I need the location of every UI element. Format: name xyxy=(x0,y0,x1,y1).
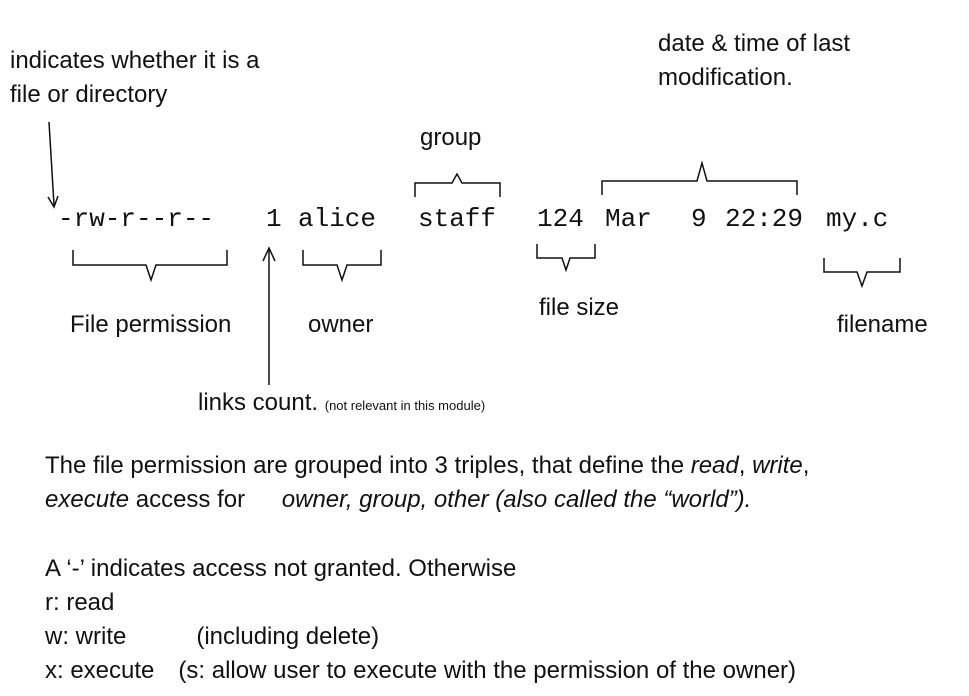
legend-r: r: read xyxy=(45,589,115,616)
file-permission-label: File permission xyxy=(70,311,232,338)
listing-time: 22:29 xyxy=(725,204,804,234)
filename-label: filename xyxy=(837,311,928,338)
date-note-line1: date & time of last xyxy=(658,30,851,57)
permission-brace xyxy=(72,250,228,283)
explanation-line1: The file permission are grouped into 3 t… xyxy=(45,449,809,483)
listing-links: 1 xyxy=(266,204,282,234)
read-word: read xyxy=(690,452,739,479)
owner-label: owner xyxy=(308,311,374,338)
listing-size: 124 xyxy=(537,204,584,234)
listing-group: staff xyxy=(418,204,497,234)
explanation-text: The file permission are grouped into 3 t… xyxy=(45,452,691,479)
listing-day: 9 xyxy=(691,204,707,234)
access-for-text: access for xyxy=(129,486,252,513)
links-arrowhead xyxy=(262,246,276,262)
date-note-line2: modification. xyxy=(658,64,793,91)
type-arrowhead xyxy=(47,195,59,209)
links-count-label: links count. (not relevant in this modul… xyxy=(198,386,485,423)
listing-permissions: -rw-r--r-- xyxy=(58,204,215,234)
execute-word: execute xyxy=(45,486,130,513)
explanation-line2: execute access for owner, group, other (… xyxy=(45,483,751,517)
legend-intro: A ‘-’ indicates access not granted. Othe… xyxy=(45,555,517,582)
comma-end: , xyxy=(802,452,810,479)
owner-brace xyxy=(302,250,382,283)
legend-x-key: x: execute xyxy=(45,657,155,684)
legend-x-note: (s: allow user to execute with the permi… xyxy=(178,657,797,684)
type-arrow xyxy=(48,121,55,206)
type-note-line1: indicates whether it is a xyxy=(10,47,260,74)
type-note-line2: file or directory xyxy=(10,81,168,108)
group-brace xyxy=(414,172,501,197)
group-label: group xyxy=(420,124,482,151)
size-brace xyxy=(536,244,596,273)
listing-owner: alice xyxy=(298,204,377,234)
legend-w: w: write (including delete) xyxy=(45,620,379,654)
write-word: write xyxy=(752,452,803,479)
listing-month: Mar xyxy=(605,204,652,234)
date-brace xyxy=(601,160,798,195)
listing-name: my.c xyxy=(826,204,889,234)
filename-brace xyxy=(823,258,901,289)
links-count-note: (not relevant in this module) xyxy=(324,398,486,413)
legend-w-note: (including delete) xyxy=(196,623,380,650)
comma: , xyxy=(738,452,753,479)
legend-x: x: execute (s: allow user to execute with… xyxy=(45,654,796,688)
links-count-text: links count. xyxy=(198,389,319,416)
file-size-label: file size xyxy=(539,294,620,321)
legend-w-key: w: write xyxy=(45,623,127,650)
who-text: owner, group, other (also called the “wo… xyxy=(281,486,752,513)
